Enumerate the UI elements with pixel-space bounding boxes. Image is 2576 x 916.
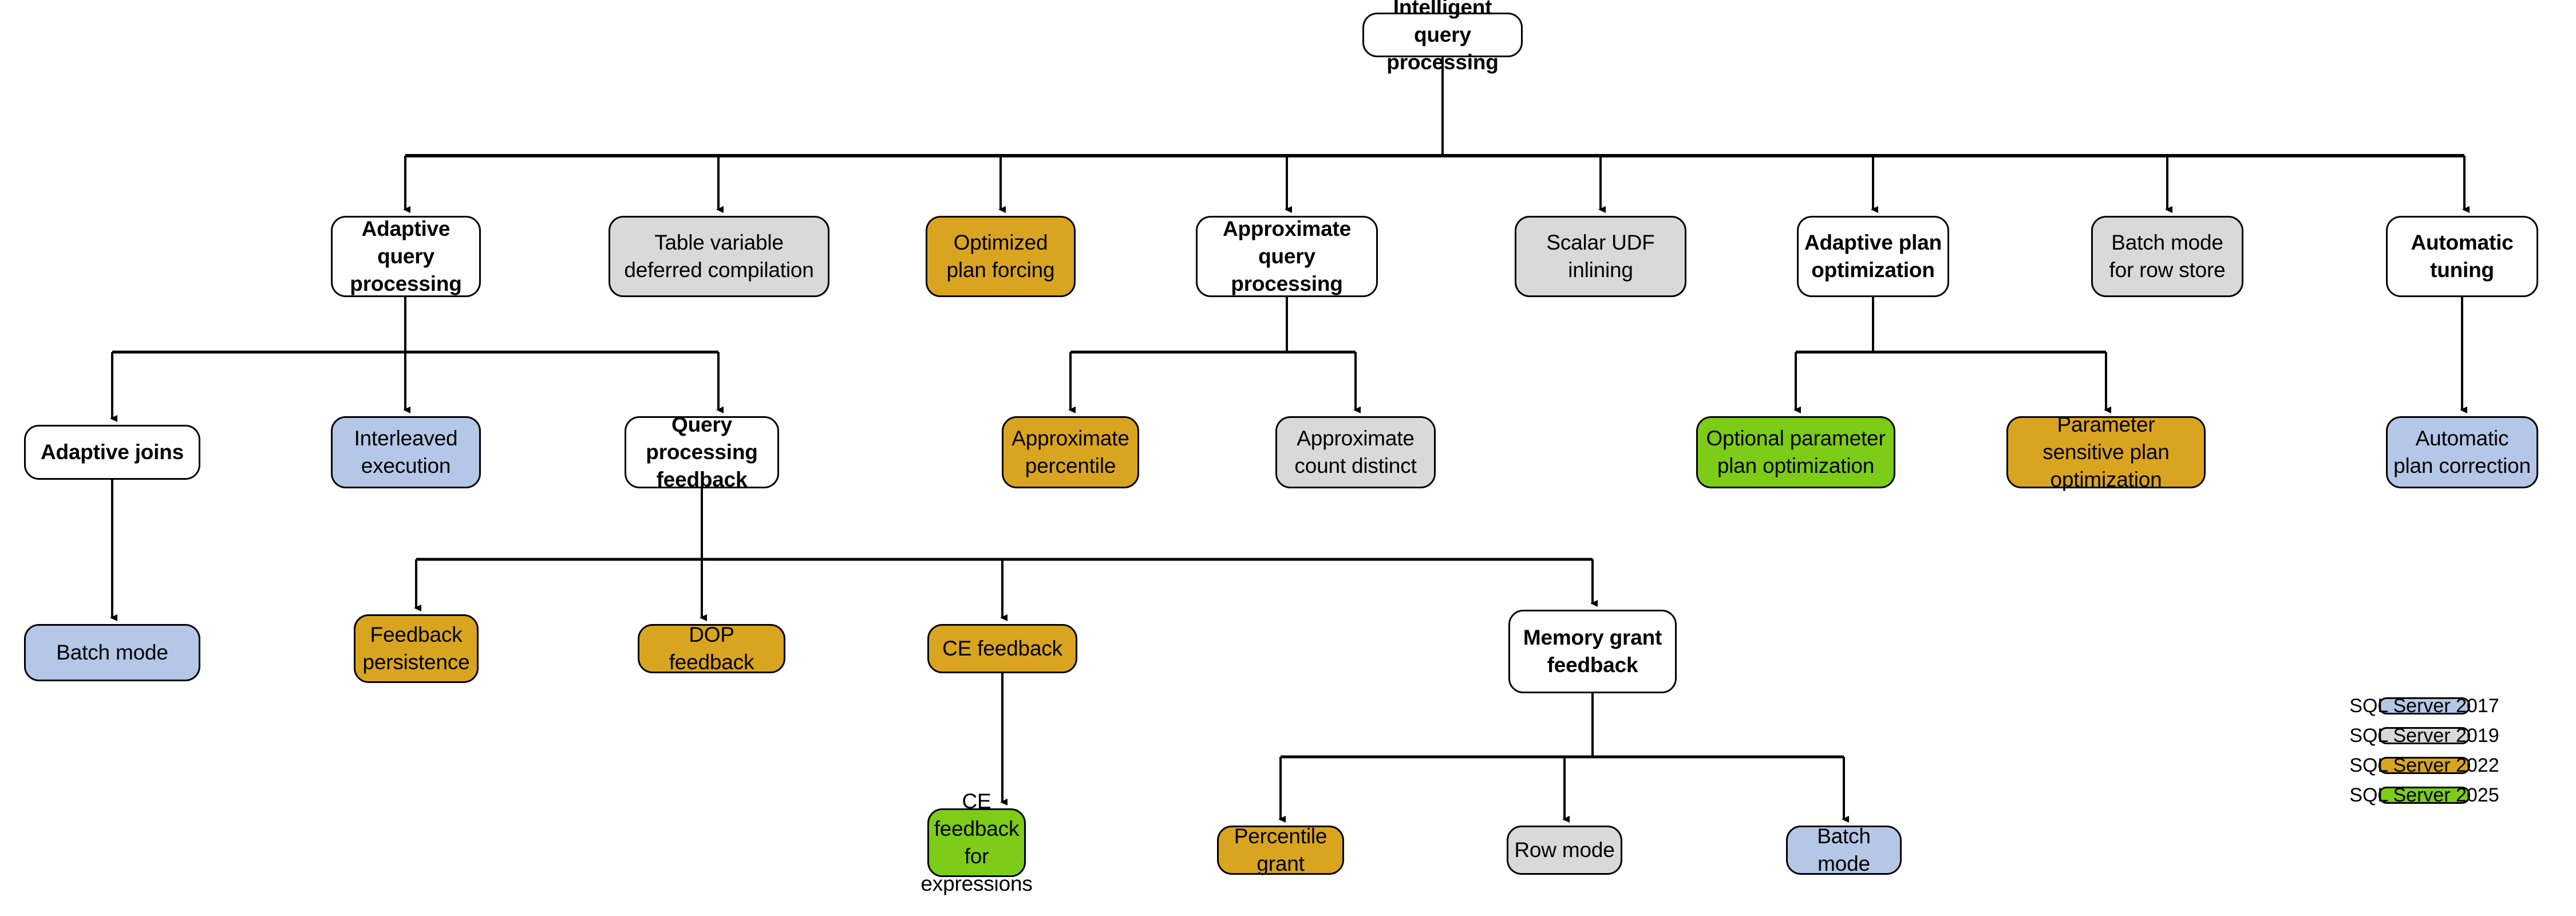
node-automatic-plan-correction[interactable]: Automatic plan correction: [2386, 416, 2538, 488]
node-ce-feedback[interactable]: CE feedback: [927, 624, 1077, 673]
node-root[interactable]: Intelligent query processing: [1362, 0, 1523, 74]
node-optimized-plan-forcing[interactable]: Optimized plan forcing: [926, 216, 1076, 297]
node-parameter-sensitive-plan-optimization[interactable]: Parameter sensitive plan optimization: [2006, 413, 2206, 491]
node-approximate-query-processing[interactable]: Approximate query processing: [1196, 216, 1378, 297]
node-ce-feedback-for-expressions[interactable]: CE feedback for expressions: [920, 789, 1033, 896]
node-approximate-percentile[interactable]: Approximate percentile: [1002, 416, 1139, 488]
legend-item-sql-server-2017[interactable]: SQL Server 2017: [2349, 694, 2499, 717]
node-scalar-udf-inlining[interactable]: Scalar UDF inlining: [1515, 216, 1686, 297]
node-feedback-persistence[interactable]: Feedback persistence: [354, 614, 479, 683]
node-adaptive-joins[interactable]: Adaptive joins: [24, 425, 200, 480]
node-dop-feedback[interactable]: DOP feedback: [638, 623, 785, 674]
node-row-mode[interactable]: Row mode: [1507, 826, 1622, 875]
node-batch-mode-memory-grant[interactable]: Batch mode: [1786, 824, 1902, 875]
node-optional-parameter-plan-optimization[interactable]: Optional parameter plan optimization: [1696, 416, 1895, 488]
node-memory-grant-feedback[interactable]: Memory grant feedback: [1508, 610, 1677, 693]
legend-item-sql-server-2019[interactable]: SQL Server 2019: [2349, 724, 2499, 747]
node-approximate-count-distinct[interactable]: Approximate count distinct: [1275, 416, 1436, 488]
node-batch-mode-adaptive-joins[interactable]: Batch mode: [24, 624, 200, 681]
legend-item-sql-server-2025[interactable]: SQL Server 2025: [2349, 784, 2499, 806]
node-query-processing-feedback[interactable]: Query processing feedback: [625, 413, 779, 491]
legend-item-sql-server-2022[interactable]: SQL Server 2022: [2349, 754, 2499, 776]
node-automatic-tuning[interactable]: Automatic tuning: [2386, 216, 2538, 297]
node-adaptive-plan-optimization[interactable]: Adaptive plan optimization: [1797, 216, 1949, 297]
node-batch-mode-for-row-store[interactable]: Batch mode for row store: [2091, 216, 2243, 297]
node-interleaved-execution[interactable]: Interleaved execution: [331, 416, 481, 488]
node-adaptive-query-processing[interactable]: Adaptive query processing: [331, 216, 481, 297]
node-percentile-grant[interactable]: Percentile grant: [1217, 824, 1344, 875]
node-table-variable-deferred-compilation[interactable]: Table variable deferred compilation: [609, 216, 829, 297]
